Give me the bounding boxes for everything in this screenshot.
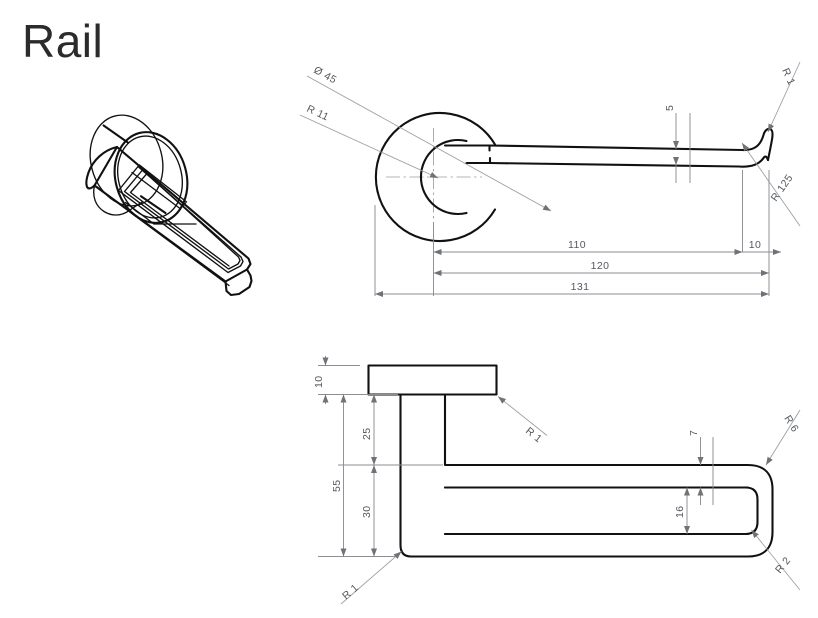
dim-dia-45: Ø 45	[306, 64, 552, 212]
dim-dia-45-label: Ø 45	[312, 64, 339, 86]
dim-h-16: 16	[674, 487, 690, 534]
dim-h-25-label: 25	[361, 428, 373, 440]
dim-wid-5: 5	[664, 105, 691, 183]
dim-len-120: 120	[433, 260, 769, 276]
side-view-outer-profile	[399, 393, 774, 558]
dim-h-55-label: 55	[331, 480, 343, 492]
dim-r-2-label: R 2	[773, 555, 793, 576]
dim-len-10-label: 10	[749, 239, 761, 251]
dim-r-11-label: R 11	[305, 103, 331, 124]
dim-h-30: 30	[361, 465, 377, 557]
iso-rail-body	[85, 145, 253, 297]
dim-r-6: R 6	[765, 409, 801, 466]
dim-r-6-label: R 6	[781, 413, 800, 434]
side-view-flange-plate	[367, 364, 498, 396]
top-view-rail-arm	[443, 127, 774, 168]
iso-web	[124, 201, 197, 225]
dim-len-131: 131	[375, 281, 769, 297]
dim-r-2: R 2	[751, 529, 801, 591]
dim-h-25: 25	[361, 394, 377, 465]
dim-r-1-top: R 1	[767, 61, 801, 133]
dim-r-125-label: R 125	[769, 172, 796, 203]
dim-h-30-label: 30	[361, 506, 373, 518]
dim-wid-5-label: 5	[664, 105, 676, 111]
dim-r-1-side-label: R 1	[523, 425, 544, 445]
dim-r-1-low-label: R 1	[340, 582, 361, 603]
side-view-dimensions: 10 55 25 30 7	[313, 356, 801, 605]
dim-h-10: 10	[313, 356, 329, 404]
dim-h-55: 55	[331, 394, 347, 557]
dim-len-120-label: 120	[591, 260, 610, 272]
top-view-outer-circle	[374, 111, 497, 243]
top-view-inner-circle	[419, 138, 468, 216]
isometric-view	[85, 114, 253, 297]
dim-r-11: R 11	[299, 103, 439, 179]
iso-rail-slot	[117, 165, 244, 274]
dim-r-1-low: R 1	[340, 551, 402, 605]
dim-r-1-top-label: R 1	[779, 66, 797, 87]
dim-len-110-label: 110	[568, 239, 586, 251]
dim-len-10: 10	[742, 239, 781, 255]
dim-h-10-label: 10	[313, 376, 325, 388]
dim-h-7-label: 7	[688, 430, 700, 436]
dim-r-125: R 125	[741, 142, 801, 227]
side-view-inner-slot	[443, 486, 759, 536]
dim-len-110: 110	[433, 239, 743, 255]
dim-r-1-side: R 1	[497, 396, 548, 445]
page-title: Rail	[22, 15, 104, 67]
iso-crossbar	[131, 164, 188, 210]
dim-len-131-label: 131	[571, 281, 590, 293]
side-view	[367, 364, 774, 558]
dim-h-7: 7	[688, 430, 714, 505]
dim-h-16-label: 16	[674, 506, 686, 518]
